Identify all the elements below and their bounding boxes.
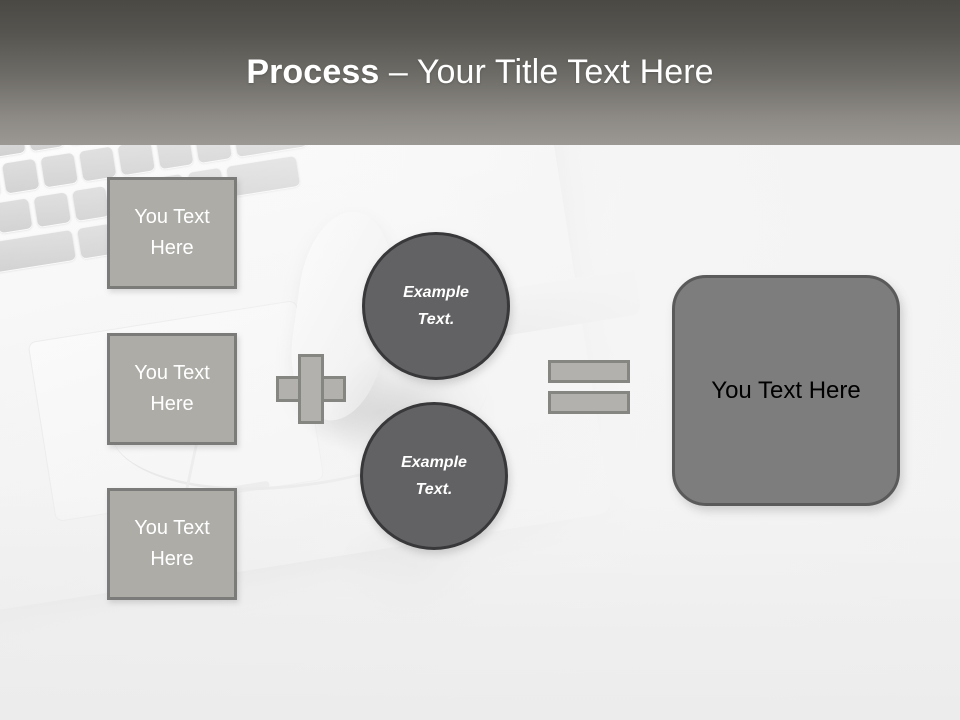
- example-circle-2-text: Example Text.: [401, 453, 467, 498]
- page-title-bold: Process: [246, 53, 380, 91]
- background-photo: [0, 145, 960, 720]
- plus-icon: [276, 354, 346, 424]
- equals-icon: [548, 360, 630, 414]
- plus-icon-center-patch: [301, 379, 321, 399]
- equals-icon-top-bar: [548, 360, 630, 383]
- input-box-3[interactable]: You Text Here: [107, 488, 237, 600]
- page-title-rest: – Your Title Text Here: [379, 53, 714, 91]
- equals-icon-bottom-bar: [548, 391, 630, 414]
- input-box-1[interactable]: You Text Here: [107, 177, 237, 289]
- input-box-2[interactable]: You Text Here: [107, 333, 237, 445]
- result-box-label: You Text Here: [711, 376, 861, 404]
- input-box-2-text: You Text Here: [134, 362, 210, 415]
- input-box-1-text: You Text Here: [134, 206, 210, 259]
- example-circle-1[interactable]: Example Text.: [362, 232, 510, 380]
- slide-header: Process – Your Title Text Here: [0, 0, 960, 145]
- result-box[interactable]: You Text Here: [672, 275, 900, 506]
- example-circle-2[interactable]: Example Text.: [360, 402, 508, 550]
- page-title: Process – Your Title Text Here: [246, 53, 713, 92]
- example-circle-1-text: Example Text.: [403, 283, 469, 328]
- input-box-3-text: You Text Here: [134, 517, 210, 570]
